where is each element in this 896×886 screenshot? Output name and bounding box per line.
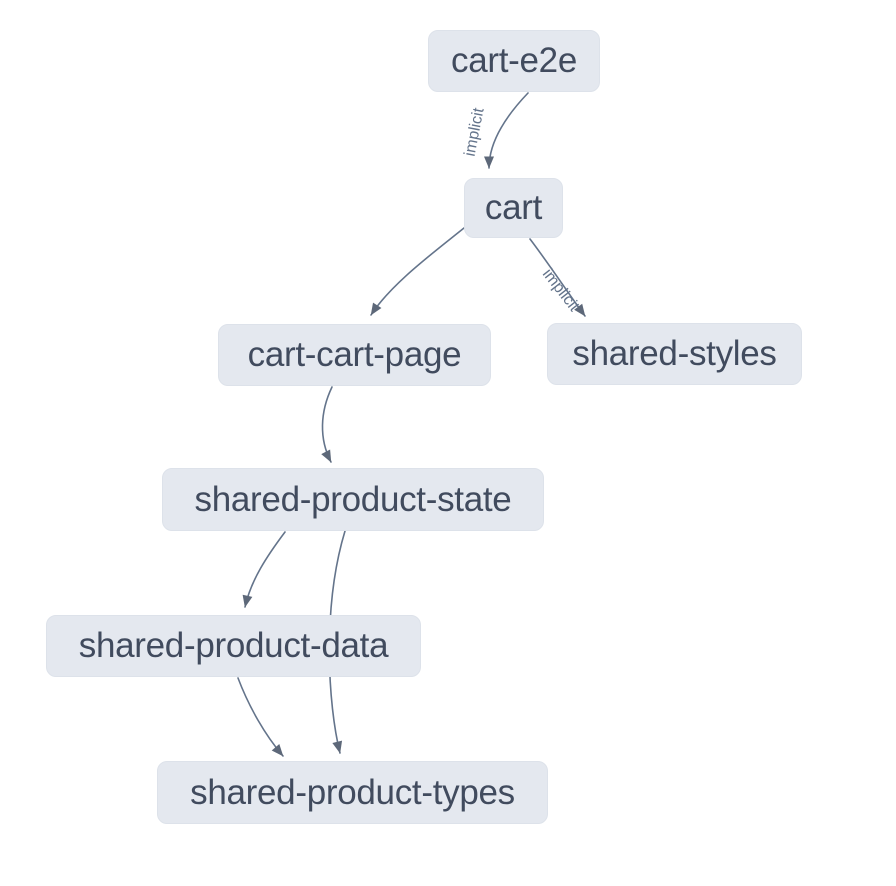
node-shared-product-types[interactable]: shared-product-types bbox=[157, 761, 548, 824]
edge-cart-e2e-to-cart bbox=[484, 92, 529, 169]
edge-cart-cart-page-to-shared-product-state bbox=[321, 386, 333, 463]
edge-shared-product-state-to-shared-product-data bbox=[242, 531, 286, 608]
edge-cart-to-shared-styles bbox=[529, 238, 586, 317]
edge-label-implicit-cart-e2e: implicit bbox=[462, 106, 488, 158]
node-cart-e2e[interactable]: cart-e2e bbox=[428, 30, 600, 92]
node-cart-cart-page[interactable]: cart-cart-page bbox=[218, 324, 491, 386]
edge-cart-to-cart-cart-page bbox=[370, 227, 465, 316]
node-cart[interactable]: cart bbox=[464, 178, 563, 238]
edge-label-implicit-shared-styles: implicit bbox=[539, 266, 583, 315]
node-shared-product-state[interactable]: shared-product-state bbox=[162, 468, 544, 531]
edge-shared-product-data-to-shared-product-types bbox=[237, 677, 284, 757]
node-shared-product-data[interactable]: shared-product-data bbox=[46, 615, 421, 677]
node-shared-styles[interactable]: shared-styles bbox=[547, 323, 802, 385]
